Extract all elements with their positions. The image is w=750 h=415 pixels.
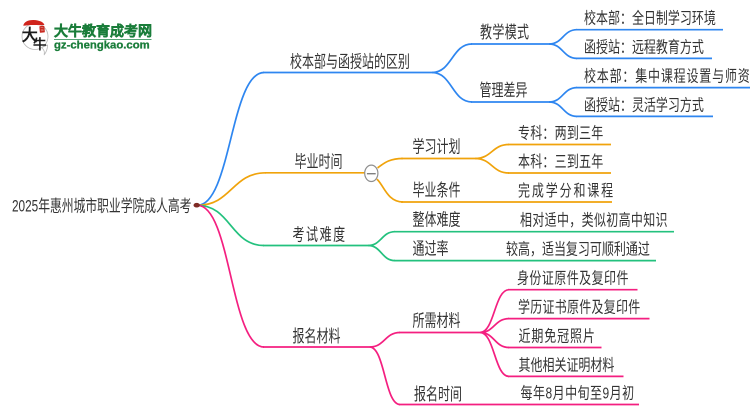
svg-text:通过率: 通过率	[413, 240, 449, 260]
svg-text:完成学分和课程: 完成学分和课程	[518, 181, 615, 199]
svg-text:校本部与函授站的区别: 校本部与函授站的区别	[290, 52, 410, 72]
svg-text:整体难度: 整体难度	[413, 211, 461, 231]
svg-text:专科：两到三年: 专科：两到三年	[518, 124, 603, 142]
svg-text:其他相关证明材料: 其他相关证明材料	[519, 356, 615, 374]
svg-text:管理差异: 管理差异	[480, 81, 528, 101]
svg-text:报名时间: 报名时间	[414, 385, 462, 405]
svg-text:大牛教育成考网: 大牛教育成考网	[54, 23, 152, 39]
svg-text:大: 大	[22, 26, 38, 45]
svg-text:函授站：远程教育方式: 函授站：远程教育方式	[584, 38, 704, 56]
svg-text:校本部：集中课程设置与师资: 校本部：集中课程设置与师资	[584, 67, 750, 85]
svg-text:相对适中，类似初高中知识: 相对适中，类似初高中知识	[520, 211, 668, 229]
svg-text:学习计划: 学习计划	[413, 137, 461, 157]
svg-text:毕业条件: 毕业条件	[413, 181, 461, 201]
svg-text:学历证书原件及复印件: 学历证书原件及复印件	[518, 298, 640, 316]
svg-text:毕业时间: 毕业时间	[295, 153, 343, 173]
svg-text:2025年惠州城市职业学院成人高考: 2025年惠州城市职业学院成人高考	[12, 196, 191, 216]
svg-text:报名材料: 报名材料	[293, 327, 341, 347]
svg-text:每年8月中旬至9月初: 每年8月中旬至9月初	[521, 384, 635, 402]
svg-text:较高，适当复习可顺利通过: 较高，适当复习可顺利通过	[506, 240, 650, 258]
svg-text:近期免冠照片: 近期免冠照片	[519, 327, 596, 345]
svg-text:身份证原件及复印件: 身份证原件及复印件	[517, 269, 629, 287]
svg-text:牛: 牛	[33, 36, 47, 52]
svg-text:所需材料: 所需材料	[413, 311, 461, 331]
svg-text:校本部：全日制学习环境: 校本部：全日制学习环境	[584, 9, 716, 27]
svg-text:gz-chengkao.com: gz-chengkao.com	[54, 39, 150, 51]
svg-text:本科：三到五年: 本科：三到五年	[518, 152, 603, 170]
svg-text:教学模式: 教学模式	[480, 23, 529, 43]
svg-text:考试难度: 考试难度	[293, 225, 347, 245]
svg-text:函授站：灵活学习方式: 函授站：灵活学习方式	[584, 96, 704, 114]
